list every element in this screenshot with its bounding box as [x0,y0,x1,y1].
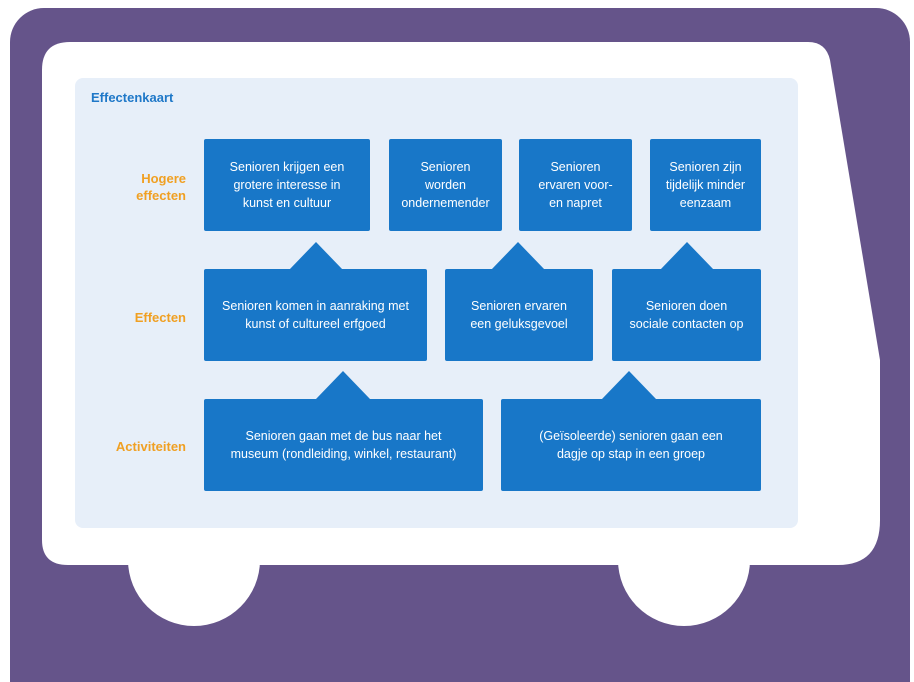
activity-box-2: (Geïsoleerde) senioren gaan een dagje op… [501,399,761,491]
arrow-effect1-to-higher1 [289,242,343,270]
arrow-effect3-to-higher4 [660,242,714,270]
arrow-effect2-to-higher3 [491,242,545,270]
higher-effect-box-2: Senioren worden ondernemender [389,139,502,231]
row-label-activiteiten: Activiteiten [115,439,186,454]
panel-title: Effectenkaart [91,90,174,105]
row-label-effecten: Effecten [134,310,186,325]
higher-effect-box-3: Senioren ervaren voor- en napret [519,139,632,231]
effect-box-3: Senioren doen sociale contacten op [612,269,761,361]
activity-box-1: Senioren gaan met de bus naar het museum… [204,399,483,491]
effect-box-1: Senioren komen in aanraking met kunst of… [204,269,427,361]
bus-wheel-left [128,560,260,626]
bus-wheel-right [618,560,750,626]
row-label-hogere-effecten: Hogere effecten [136,171,186,203]
effect-box-2: Senioren ervaren een geluksgevoel [445,269,593,361]
higher-effect-box-4: Senioren zijn tijdelijk minder eenzaam [650,139,761,231]
higher-effect-box-1: Senioren krijgen een grotere interesse i… [204,139,370,231]
arrow-activity2-to-effect3 [602,371,656,399]
arrow-activity1-to-effect1 [316,371,370,399]
